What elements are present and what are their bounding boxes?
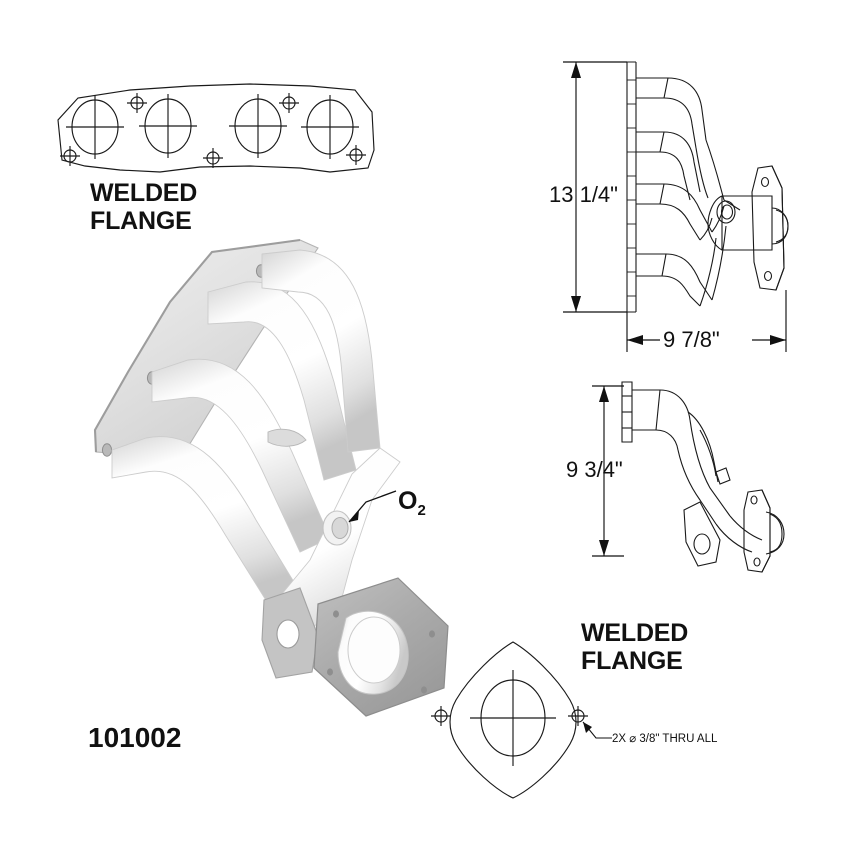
dim-arrow-left [627, 335, 643, 345]
o2-leader-arrowhead [349, 510, 359, 522]
o2-sensor-label-subscript: 2 [417, 502, 426, 519]
dimension-height-lower [592, 385, 624, 557]
o2-sensor-label: O2 [398, 487, 426, 519]
weld-bead [267, 428, 307, 447]
welded-flange-label-top-line1: WELDED [90, 179, 198, 207]
dim-arrow-down-lower [599, 540, 609, 556]
welded-flange-label-outlet-line1: WELDED [581, 619, 689, 647]
bolt-hole-callout-note: 2X ⌀ 3/8" THRU ALL [612, 733, 718, 745]
dim-arrow-up [571, 62, 581, 78]
welded-flange-label-top-line2: FLANGE [90, 207, 192, 235]
bolt-hole-leader-arrowhead [583, 722, 592, 733]
welded-flange-label-outlet-line2: FLANGE [581, 647, 683, 675]
o2-sensor-boss [322, 510, 352, 546]
o2-sensor-label-text: O [398, 487, 418, 515]
runner-tube-3 [151, 358, 331, 553]
part-number-label: 101002 [88, 722, 182, 753]
dimension-label-height-lower: 9 3/4" [566, 457, 623, 482]
hanger-bracket [261, 587, 319, 679]
dim-arrow-right [770, 335, 786, 345]
dimension-height-overall [563, 61, 627, 313]
outlet-tube-stub [337, 610, 409, 695]
dim-arrow-down [571, 296, 581, 312]
dimension-label-height-overall: 13 1/4" [549, 182, 618, 207]
dimension-label-depth-overall: 9 7/8" [663, 327, 720, 352]
dim-arrow-up-lower [599, 386, 609, 402]
